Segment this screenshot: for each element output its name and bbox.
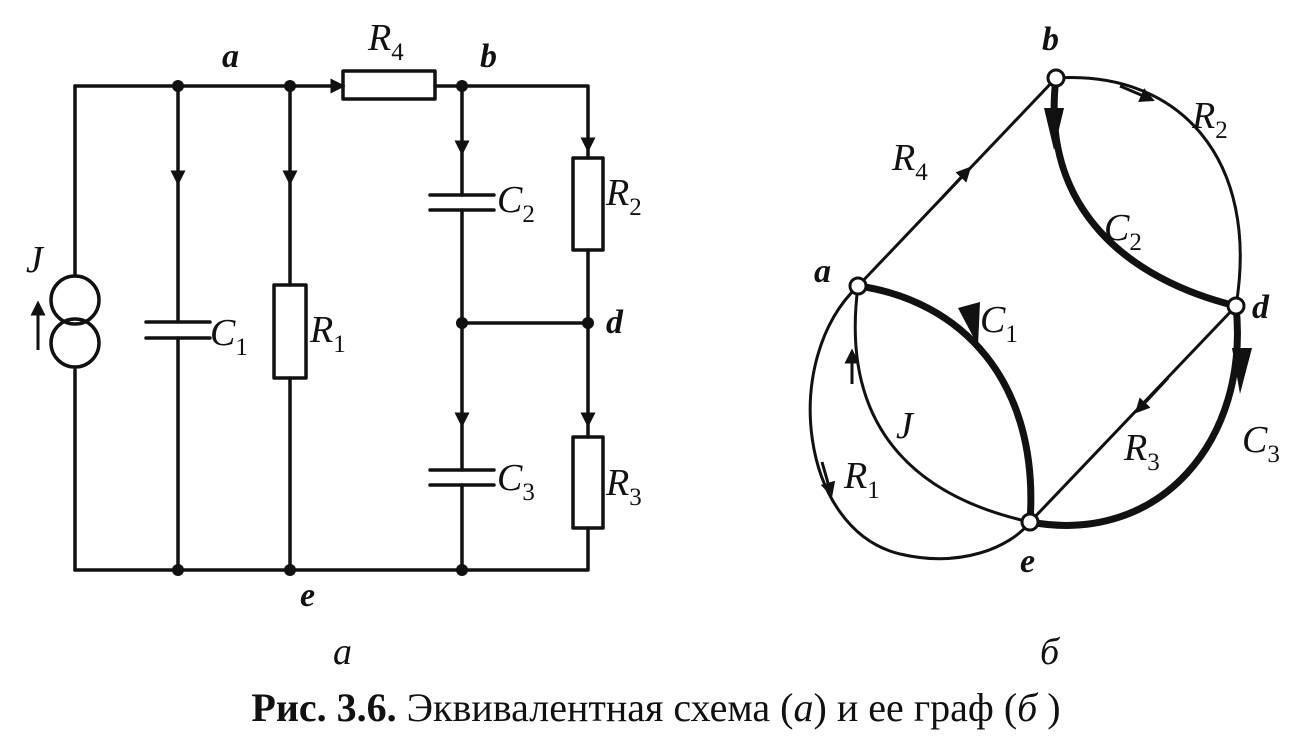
bottom-wire [73, 526, 590, 572]
label-edge-C3: C3 [1242, 419, 1280, 468]
panel-label-b: б [1040, 631, 1061, 673]
label-edge-R1: R1 [843, 455, 880, 504]
caption-number: Рис. 3.6. [251, 685, 397, 730]
circuit-graph: R4 R2 C2 C1 C3 R3 J R1 [808, 21, 1280, 673]
resistor-R2 [571, 156, 605, 252]
label-edge-C1: C1 [980, 299, 1018, 348]
graph-node-e: e [1020, 543, 1035, 580]
label-C2: C2 [497, 179, 535, 228]
caption-label-b: б [1017, 685, 1038, 730]
circuit-node-e: e [300, 577, 315, 614]
graph-node-circles [848, 68, 1246, 532]
capacitor-C1 [144, 320, 212, 340]
label-edge-R3: R3 [1123, 427, 1160, 476]
arrow-C1 [958, 302, 980, 346]
edge-C1 [854, 282, 1035, 526]
label-edge-R4: R4 [891, 137, 928, 186]
circuit-node-b: b [480, 38, 497, 75]
current-source-J [30, 274, 101, 369]
label-R3: R3 [605, 462, 642, 511]
edge-J [853, 284, 1032, 524]
panel-label-a: a [333, 631, 352, 673]
edge-R2 [1054, 76, 1242, 308]
graph-node-d: d [1252, 289, 1270, 326]
circuit-schematic: J C1 R1 R4 C2 C3 R2 R3 [26, 17, 642, 673]
label-edge-C2: C2 [1104, 207, 1142, 256]
resistor-R1 [272, 283, 308, 380]
label-R1: R1 [309, 309, 346, 358]
resistor-R3 [571, 435, 605, 530]
label-C1: C1 [210, 312, 248, 361]
resistor-R4 [341, 69, 437, 101]
capacitor-C3 [428, 468, 496, 487]
label-C3: C3 [497, 457, 535, 506]
label-R4: R4 [367, 17, 404, 66]
top-wire-right [433, 84, 590, 160]
circuit-node-a: a [222, 38, 239, 75]
arrow-C3 [1232, 348, 1252, 394]
label-edge-R2: R2 [1191, 95, 1228, 144]
label-edge-J: J [896, 405, 915, 447]
circuit-node-d: d [606, 304, 624, 341]
caption-text-middle: ) и ее граф ( [813, 685, 1018, 730]
source-J-label: J [26, 239, 45, 281]
arrow-C2 [1044, 108, 1064, 150]
graph-node-a: a [814, 253, 831, 290]
edge-R1 [808, 284, 1032, 561]
edge-R3 [1028, 304, 1238, 524]
graph-node-b: b [1042, 21, 1059, 58]
label-R2: R2 [605, 172, 642, 221]
caption-label-a: а [793, 685, 814, 730]
junction-dots [172, 80, 594, 576]
capacitor-C2 [428, 193, 496, 212]
figure-caption: Рис. 3.6. Эквивалентная схема (а) и ее г… [0, 684, 1312, 731]
caption-text-before: Эквивалентная схема ( [406, 685, 794, 730]
caption-text-after: ) [1037, 685, 1061, 730]
